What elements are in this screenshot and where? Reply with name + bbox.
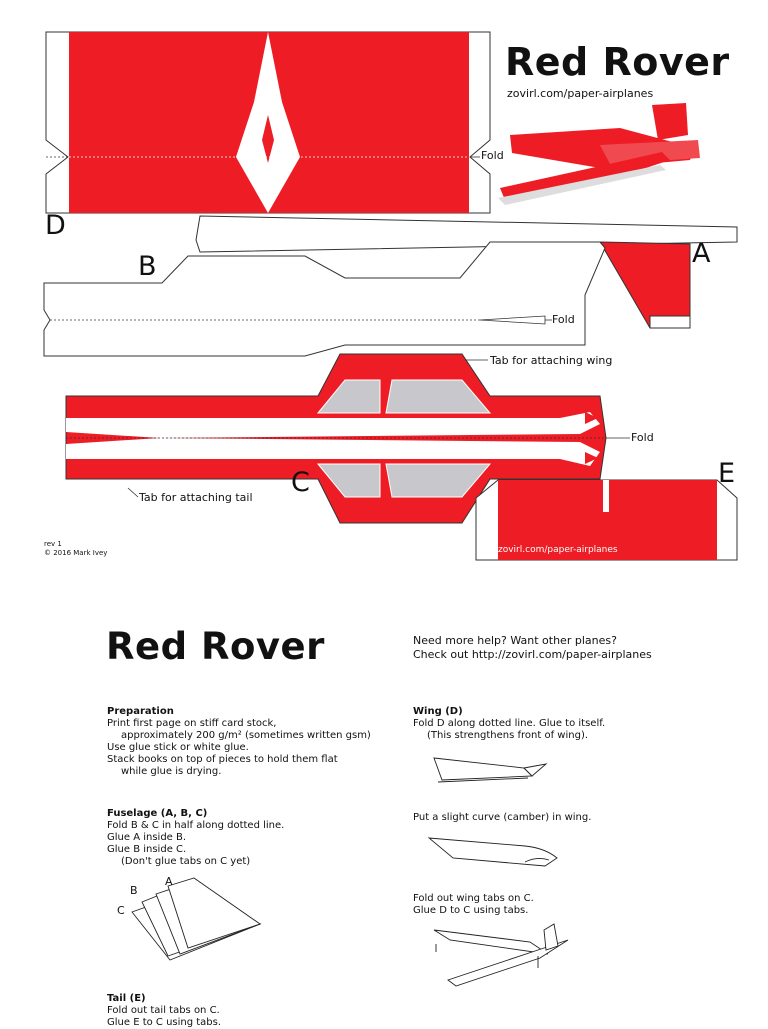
fold-label-b: Fold	[552, 313, 575, 326]
wing-tabs-line: Fold out wing tabs on C.	[413, 893, 534, 904]
piece-e-url: zovirl.com/paper-airplanes	[498, 545, 618, 555]
piece-label-c: C	[291, 467, 310, 498]
copyright: © 2016 Mark Ivey	[44, 549, 108, 557]
section-preparation: Preparation Print first page on stiff ca…	[107, 706, 371, 778]
wing-line: Fold D along dotted line. Glue to itself…	[413, 718, 606, 729]
fuselage-heading: Fuselage (A, B, C)	[107, 808, 208, 819]
sheet-url: zovirl.com/paper-airplanes	[507, 87, 654, 100]
preparation-heading: Preparation	[107, 706, 174, 717]
wing-tabs-line: Glue D to C using tabs.	[413, 905, 529, 916]
wing-fold-diagram	[433, 757, 548, 783]
help-line-1: Need more help? Want other planes?	[413, 634, 617, 647]
piece-label-e: E	[718, 458, 736, 489]
wing-line: (This strengthens front of wing).	[427, 730, 589, 741]
piece-e-tail	[475, 479, 738, 561]
wing-camber-text: Put a slight curve (camber) in wing.	[413, 812, 592, 823]
piece-label-a: A	[692, 238, 711, 269]
piece-c-fuselage	[65, 353, 607, 524]
section-wing-tabs: Fold out wing tabs on C. Glue D to C usi…	[413, 893, 534, 917]
instructions-title: Red Rover	[106, 625, 325, 668]
fuselage-line: Fold B & C in half along dotted line.	[107, 820, 285, 831]
piece-a	[195, 215, 738, 329]
section-wing: Wing (D) Fold D along dotted line. Glue …	[413, 706, 605, 742]
wing-heading: Wing (D)	[413, 706, 463, 717]
fold-label-c: Fold	[631, 431, 654, 444]
preparation-line: Print first page on stiff card stock,	[107, 718, 277, 729]
tail-line: Glue E to C using tabs.	[107, 1017, 222, 1028]
section-tail: Tail (E) Fold out tail tabs on C. Glue E…	[107, 993, 221, 1029]
wing-camber-diagram	[427, 837, 558, 867]
tab-tail-label: Tab for attaching tail	[139, 491, 253, 504]
tail-line: Fold out tail tabs on C.	[107, 1005, 220, 1016]
help-line-2: Check out http://zovirl.com/paper-airpla…	[413, 648, 652, 661]
preparation-line: Use glue stick or white glue.	[107, 742, 249, 753]
tail-heading: Tail (E)	[107, 993, 146, 1004]
fold-label-wing: Fold	[481, 149, 504, 162]
fuselage-line: (Don't glue tabs on C yet)	[121, 856, 251, 867]
fuselage-line: Glue A inside B.	[107, 832, 187, 843]
fuselage-diagram	[131, 877, 262, 961]
sheet-title: Red Rover	[505, 40, 730, 84]
piece-label-b: B	[138, 251, 157, 282]
preparation-line: while glue is drying.	[121, 766, 222, 777]
help-block: Need more help? Want other planes? Check…	[413, 634, 652, 662]
plane-photo	[498, 103, 700, 205]
diagram-label-b: B	[130, 884, 138, 897]
fuselage-line: Glue B inside C.	[107, 844, 187, 855]
diagram-label-a: A	[165, 875, 173, 888]
cut-sheet	[43, 31, 738, 561]
rev-label: rev 1	[44, 540, 62, 548]
piece-d-wing	[45, 31, 491, 214]
piece-label-d: D	[45, 210, 66, 241]
tab-wing-label: Tab for attaching wing	[490, 354, 613, 367]
section-fuselage: Fuselage (A, B, C) Fold B & C in half al…	[107, 808, 284, 868]
preparation-line: approximately 200 g/m² (sometimes writte…	[121, 730, 371, 741]
preparation-line: Stack books on top of pieces to hold the…	[107, 754, 338, 765]
piece-b	[43, 241, 606, 357]
annotation-arrows	[127, 156, 630, 498]
plane-assembly-diagram	[433, 923, 569, 987]
diagram-label-c: C	[117, 904, 125, 917]
